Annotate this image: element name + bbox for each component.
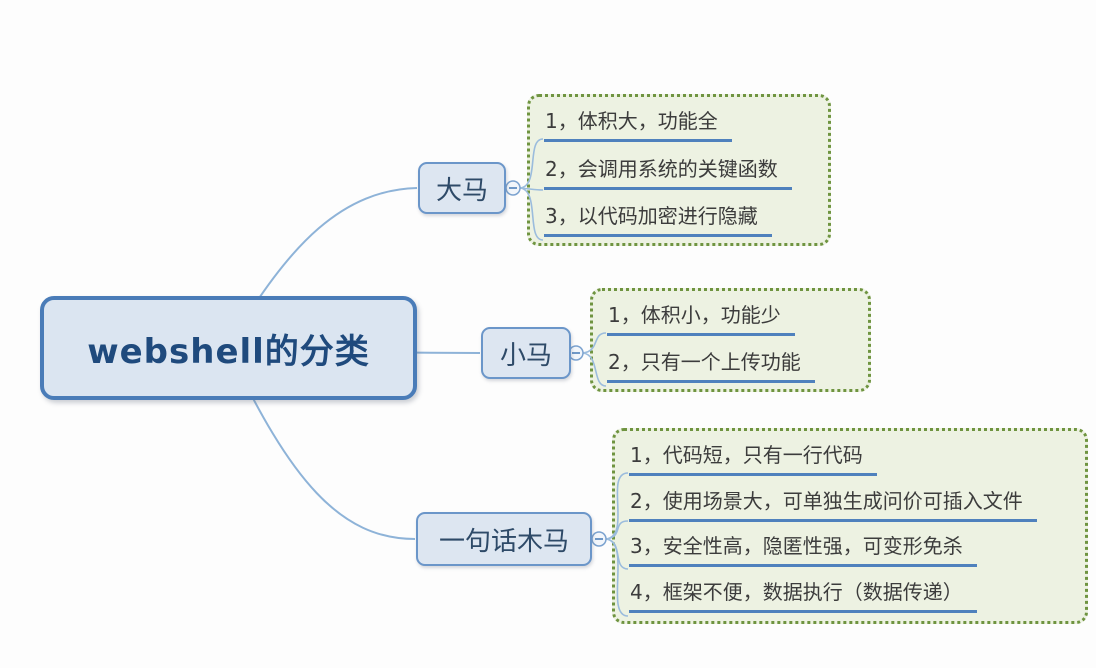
subtopic-item[interactable]: 3，安全性高，隐匿性强，可变形免杀 xyxy=(629,534,977,568)
group-boundary-xiaoma: 1，体积小，功能少 2，只有一个上传功能 xyxy=(590,288,871,392)
group-boundary-yijuhua: 1，代码短，只有一行代码 2，使用场景大，可单独生成问价可插入文件 3，安全性高… xyxy=(612,428,1088,624)
root-topic[interactable]: webshell的分类 xyxy=(40,296,417,400)
subtopic-item[interactable]: 1，代码短，只有一行代码 xyxy=(629,443,877,476)
subtopic-item[interactable]: 4，框架不便，数据执行（数据传递） xyxy=(629,580,977,613)
branch-topic-yijuhua[interactable]: 一句话木马 xyxy=(416,512,592,566)
subtopic-item[interactable]: 2，只有一个上传功能 xyxy=(607,350,815,383)
branch-topic-xiaoma[interactable]: 小马 xyxy=(481,327,571,379)
branch-topic-dama[interactable]: 大马 xyxy=(418,162,506,214)
subtopic-item[interactable]: 2，使用场景大，可单独生成问价可插入文件 xyxy=(629,489,1037,522)
subtopic-item[interactable]: 1，体积小，功能少 xyxy=(607,303,795,336)
group-boundary-dama: 1，体积大，功能全 2，会调用系统的关键函数 3，以代码加密进行隐藏 xyxy=(527,94,831,246)
collapse-toggle-dama[interactable] xyxy=(505,180,521,196)
subtopic-item[interactable]: 3，以代码加密进行隐藏 xyxy=(544,204,772,237)
subtopic-item[interactable]: 1，体积大，功能全 xyxy=(544,109,732,142)
subtopic-item[interactable]: 2，会调用系统的关键函数 xyxy=(544,157,792,190)
collapse-toggle-yijuhua[interactable] xyxy=(591,531,607,547)
collapse-toggle-xiaoma[interactable] xyxy=(568,345,584,361)
